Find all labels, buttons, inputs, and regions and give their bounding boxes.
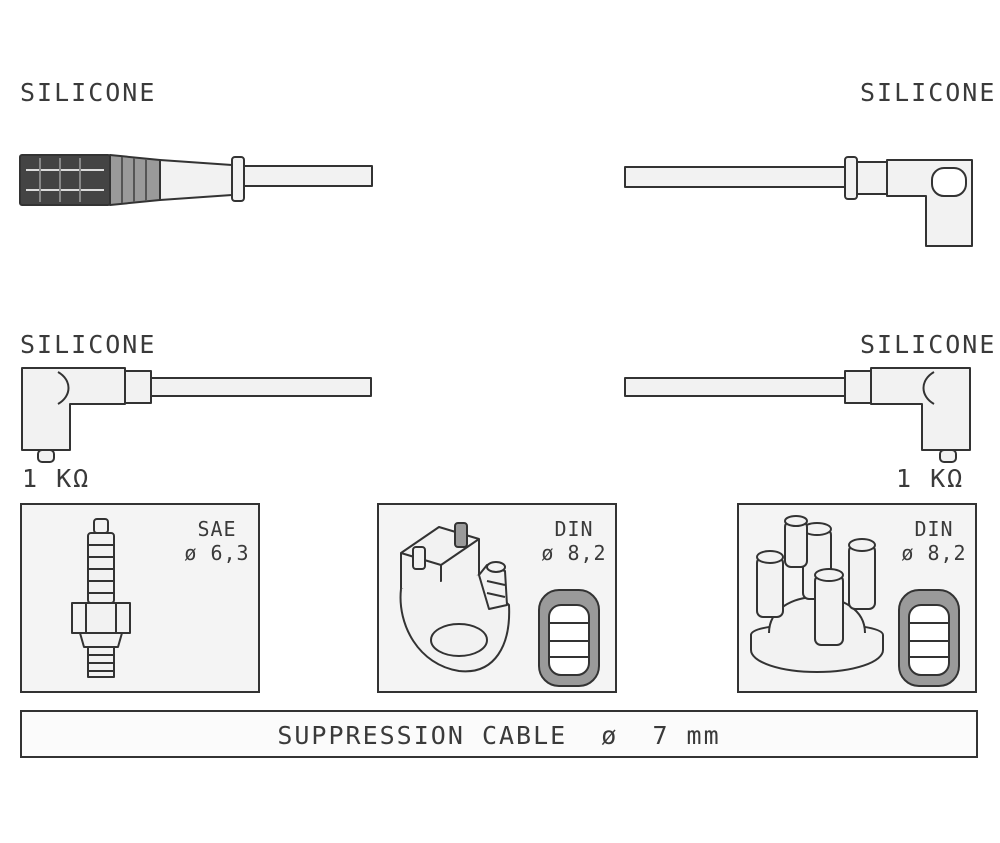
coil-standard: DIN bbox=[554, 517, 594, 541]
spark-plug-standard: SAE bbox=[197, 517, 237, 541]
suppression-cable-label: SUPPRESSION CABLE ø 7 mm bbox=[277, 721, 721, 750]
label-resistance-right: 1 KΩ bbox=[896, 464, 965, 493]
coil-box: DIN ø 8,2 bbox=[377, 503, 617, 693]
ignition-coil-icon bbox=[399, 522, 600, 687]
distributor-cap-icon bbox=[750, 515, 960, 687]
spark-plug-diameter: ø 6,3 bbox=[184, 541, 250, 565]
spark-plug-box: SAE ø 6,3 bbox=[20, 503, 260, 693]
distributor-box: DIN ø 8,2 bbox=[737, 503, 977, 693]
label-silicone-top-right: SILICONE bbox=[860, 78, 997, 107]
distributor-standard: DIN bbox=[914, 517, 954, 541]
distributor-diameter: ø 8,2 bbox=[901, 541, 967, 565]
label-silicone-mid-right: SILICONE bbox=[860, 330, 997, 359]
suppression-cable-bar: SUPPRESSION CABLE ø 7 mm bbox=[20, 710, 978, 758]
spark-plug-icon bbox=[71, 518, 131, 678]
coil-diameter: ø 8,2 bbox=[541, 541, 607, 565]
label-silicone-top-left: SILICONE bbox=[20, 78, 157, 107]
label-resistance-left: 1 KΩ bbox=[22, 464, 91, 493]
label-silicone-mid-left: SILICONE bbox=[20, 330, 157, 359]
